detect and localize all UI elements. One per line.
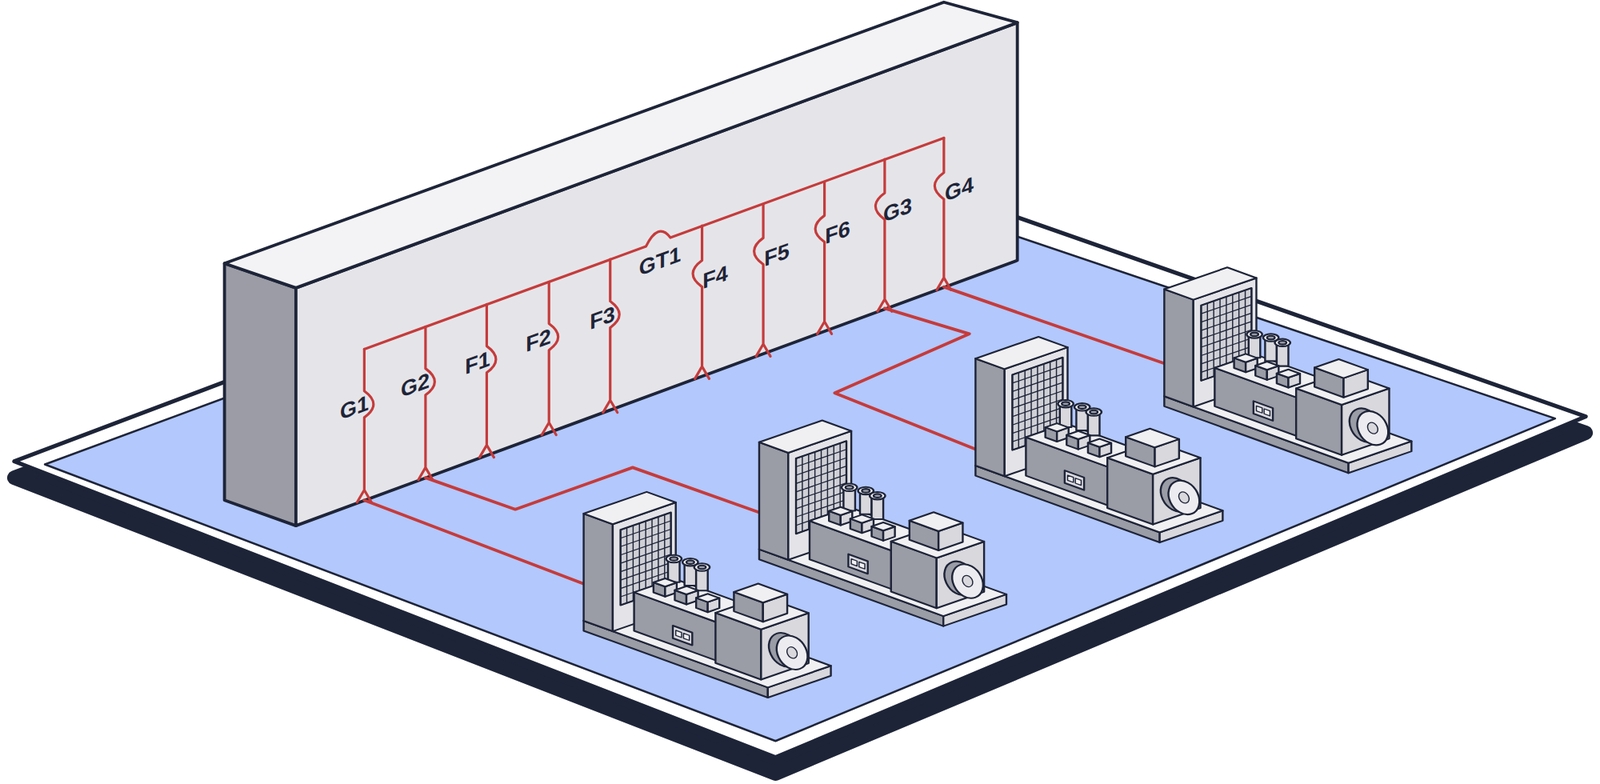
busbar-wiring — [356, 137, 951, 502]
breaker-label: GT1 — [639, 242, 682, 280]
breaker-label: F3 — [589, 303, 616, 334]
breaker-label: F6 — [824, 217, 851, 248]
breaker-label: F4 — [702, 262, 728, 293]
breaker-label: G1 — [340, 392, 369, 424]
switchboard-wall — [224, 2, 1018, 526]
breaker-label: G4 — [944, 173, 974, 206]
breaker-label: F1 — [464, 348, 491, 379]
breaker-label: G3 — [883, 194, 912, 227]
generator-set — [759, 420, 1007, 627]
generator-set — [975, 336, 1223, 543]
generator-set — [584, 492, 832, 698]
breaker-label: F5 — [764, 240, 790, 271]
generator-set — [1164, 267, 1412, 473]
breaker-label: F2 — [526, 325, 552, 356]
breaker-label: G2 — [400, 369, 430, 402]
